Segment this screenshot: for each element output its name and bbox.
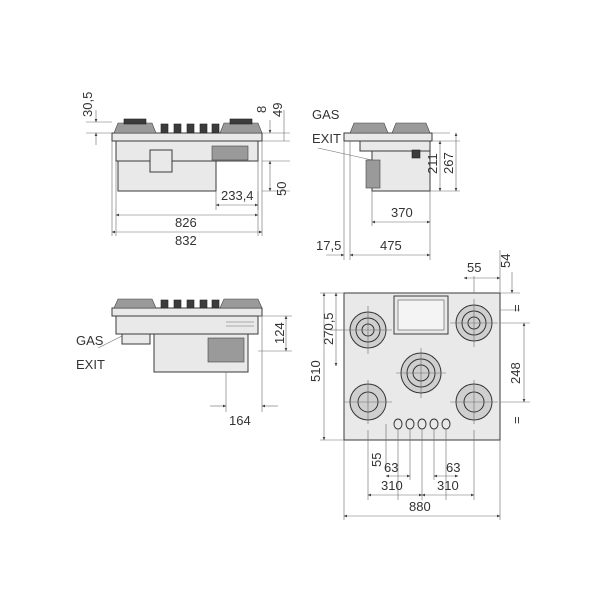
dim-54: 54 [498, 254, 513, 268]
dim-475: 475 [380, 238, 402, 253]
dim-267: 267 [441, 152, 456, 174]
side-view: GAS EXIT 211 267 370 17,5 475 [312, 107, 460, 260]
side-gas-pipe [365, 159, 381, 189]
side-burner-1 [349, 122, 389, 134]
rear-knobs [160, 299, 220, 309]
top-view: 55 54 = 248 = 270,5 510 55 63 [308, 250, 530, 520]
dim-63-left: 63 [384, 460, 398, 475]
dim-eq-bottom: = [509, 416, 524, 424]
dim-270-5: 270,5 [321, 312, 336, 345]
knob [186, 123, 195, 134]
dim-370: 370 [391, 205, 413, 220]
front-valve [211, 145, 249, 161]
knob [199, 123, 208, 134]
side-top-plate [343, 132, 433, 142]
knob [211, 299, 220, 309]
dim-233-4: 233,4 [221, 188, 254, 203]
knob [173, 123, 182, 134]
front-view: 30,5 8 49 50 233,4 826 832 [80, 92, 290, 248]
knob [429, 418, 439, 430]
dim-164: 164 [229, 413, 251, 428]
dim-826: 826 [175, 215, 197, 230]
dim-63-right: 63 [446, 460, 460, 475]
top-knobs [393, 418, 451, 430]
knob [441, 418, 451, 430]
rear-gas-exit [121, 333, 151, 345]
dim-55-bottom: 55 [369, 453, 384, 467]
pan-supports [344, 299, 498, 424]
knob [405, 418, 415, 430]
dim-880: 880 [409, 499, 431, 514]
dim-50: 50 [274, 182, 289, 196]
dim-510: 510 [308, 360, 323, 382]
dim-310-right: 310 [437, 478, 459, 493]
knob [211, 123, 220, 134]
rear-vents [226, 321, 254, 327]
knob [186, 299, 195, 309]
side-bowl [371, 150, 431, 192]
hob-display-inner [397, 299, 445, 331]
side-valve [411, 149, 421, 159]
knob [393, 418, 403, 430]
dim-55-top: 55 [467, 260, 481, 275]
gas-exit-rear-line2: EXIT [76, 357, 105, 372]
rear-burner-right [219, 298, 263, 309]
knob [173, 299, 182, 309]
rear-top-plate [111, 307, 263, 317]
front-burner-cap-left [123, 118, 147, 125]
dim-49: 49 [270, 103, 285, 117]
dim-310-left: 310 [381, 478, 403, 493]
front-plate [149, 149, 173, 173]
rear-burner-left [113, 298, 157, 309]
side-burner-2 [391, 122, 431, 134]
dim-211: 211 [425, 153, 440, 174]
knob [417, 418, 427, 430]
front-burner-left [113, 122, 157, 134]
gas-exit-top-line2: EXIT [312, 131, 341, 146]
dim-832: 832 [175, 233, 197, 248]
front-top-plate [111, 132, 263, 142]
knob [160, 299, 169, 309]
gas-exit-top-line1: GAS [312, 107, 340, 122]
dim-8: 8 [254, 106, 269, 113]
rear-view: GAS EXIT 124 164 [76, 298, 292, 428]
rear-valve-block [207, 337, 245, 363]
dim-30-5: 30,5 [80, 92, 95, 117]
dim-17-5: 17,5 [316, 238, 341, 253]
front-knobs [160, 123, 220, 134]
rear-body [115, 315, 259, 335]
front-burner-cap-right [229, 118, 253, 125]
side-body-top [359, 140, 431, 152]
dim-248: 248 [508, 362, 523, 384]
front-burner-right [219, 122, 263, 134]
dim-124: 124 [272, 322, 287, 344]
gas-exit-rear-line1: GAS [76, 333, 104, 348]
dim-eq-top: = [509, 304, 524, 312]
knob [199, 299, 208, 309]
knob [160, 123, 169, 134]
